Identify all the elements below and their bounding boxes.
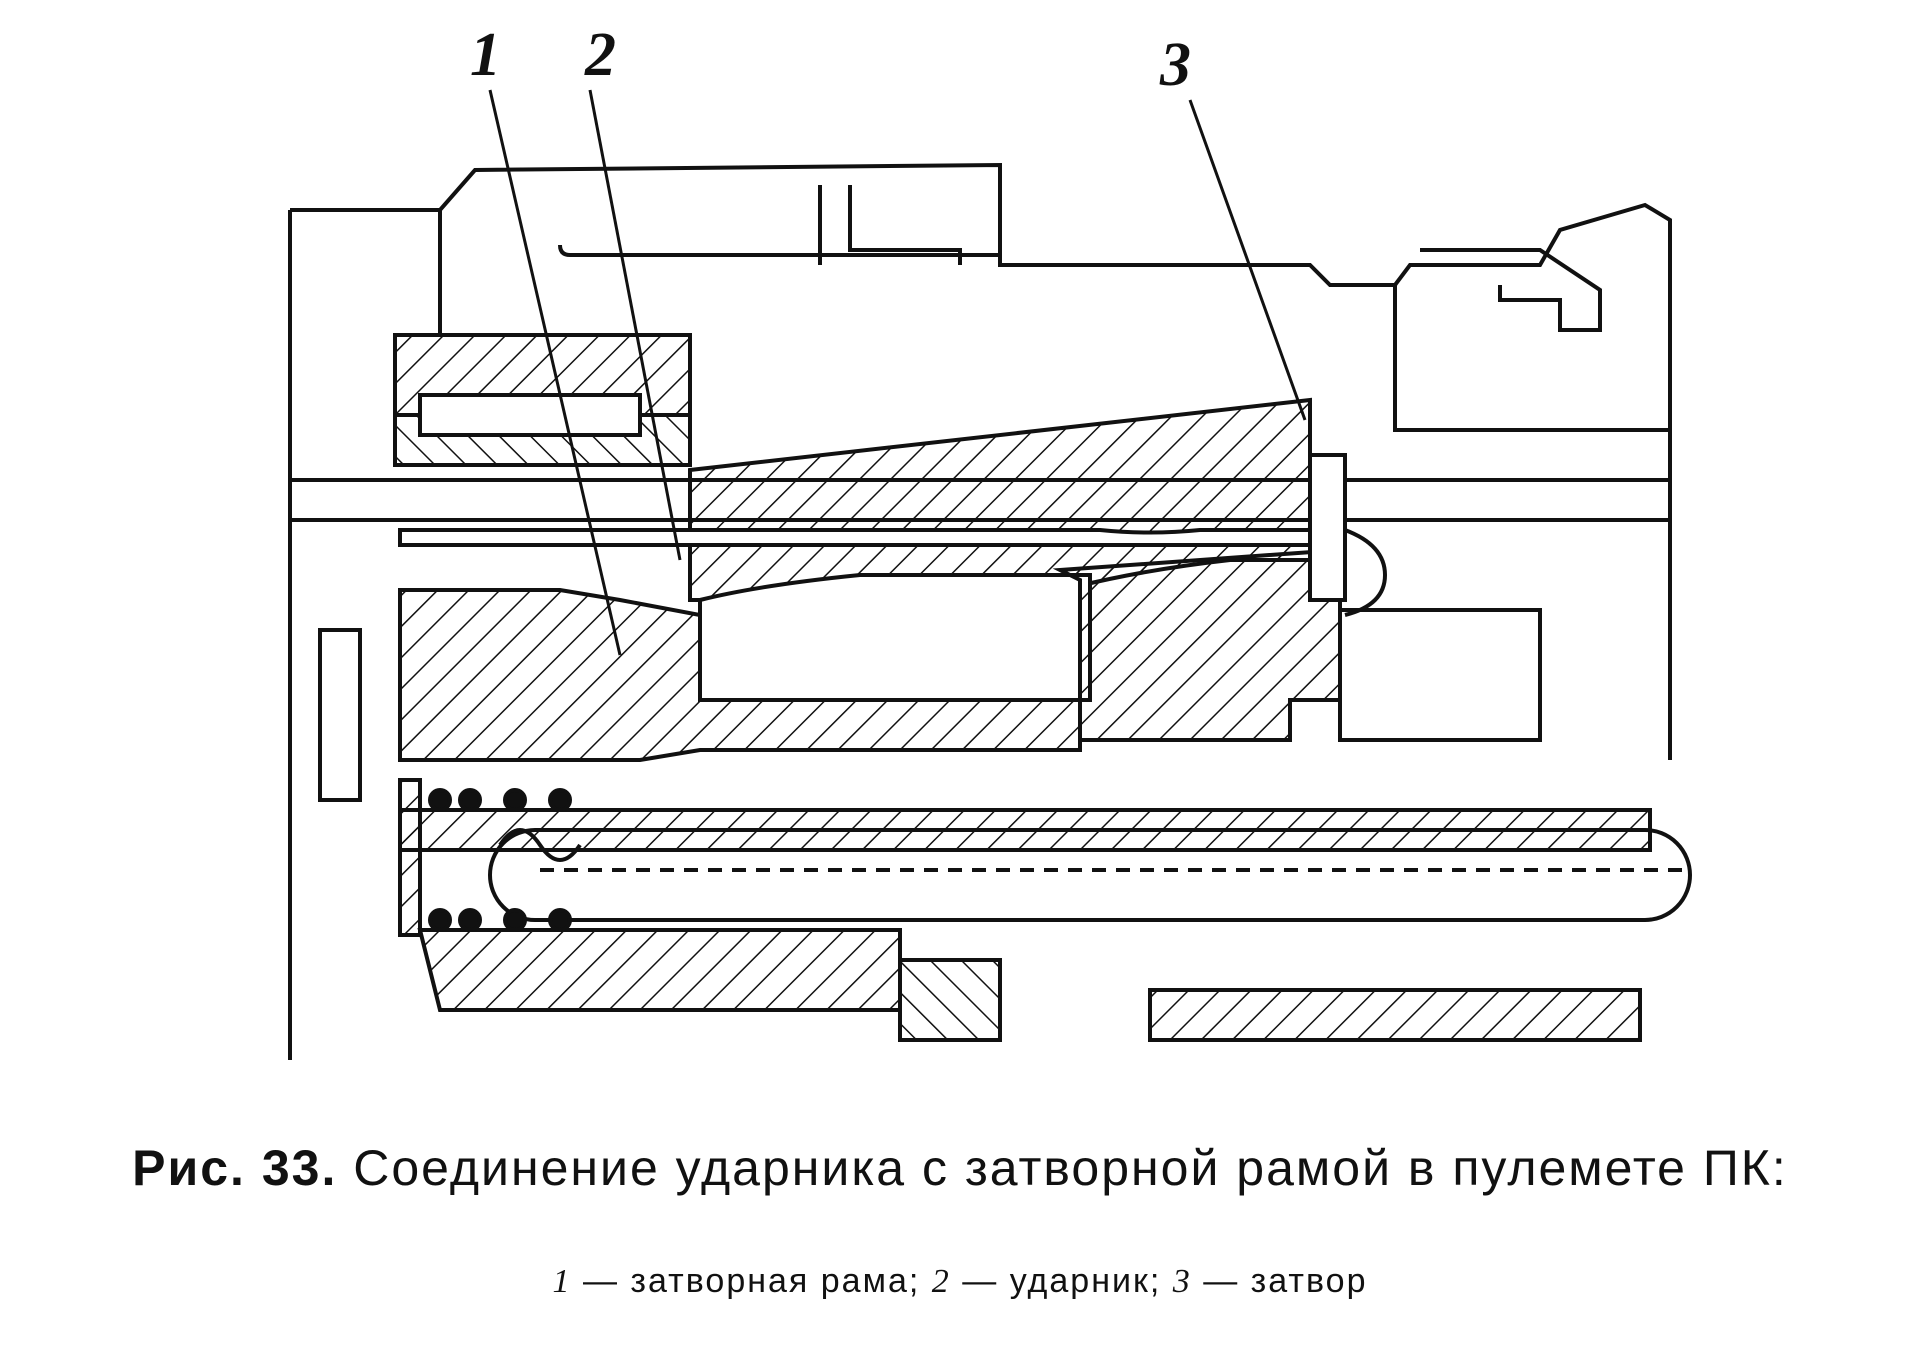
legend-label: ударник (1009, 1262, 1150, 1300)
bolt (1052, 453, 1542, 742)
legend-label: затворная рама (630, 1262, 909, 1300)
legend-number: 3 (1172, 1263, 1192, 1300)
recoil-spring (318, 628, 1692, 937)
legend-number: 2 (931, 1263, 951, 1300)
figure-legend: 1 — затворная рама; 2 — ударник; 3 — зат… (552, 1262, 1368, 1300)
legend-label: затвор (1250, 1262, 1368, 1300)
callout-1: 1 (470, 21, 501, 89)
legend-number: 1 (552, 1263, 572, 1300)
figure-title: Соединение ударника с затворной рамой в … (353, 1140, 1788, 1196)
callout-labels: 1 2 3 (470, 21, 1191, 99)
figure-caption: Рис. 33. Соединение ударника с затворной… (0, 1138, 1920, 1198)
figure-number: Рис. 33. (132, 1140, 338, 1196)
callout-3: 3 (1159, 31, 1191, 99)
callout-2: 2 (584, 21, 616, 89)
firing-pin (398, 397, 1312, 702)
leader-lines (488, 89, 1307, 656)
